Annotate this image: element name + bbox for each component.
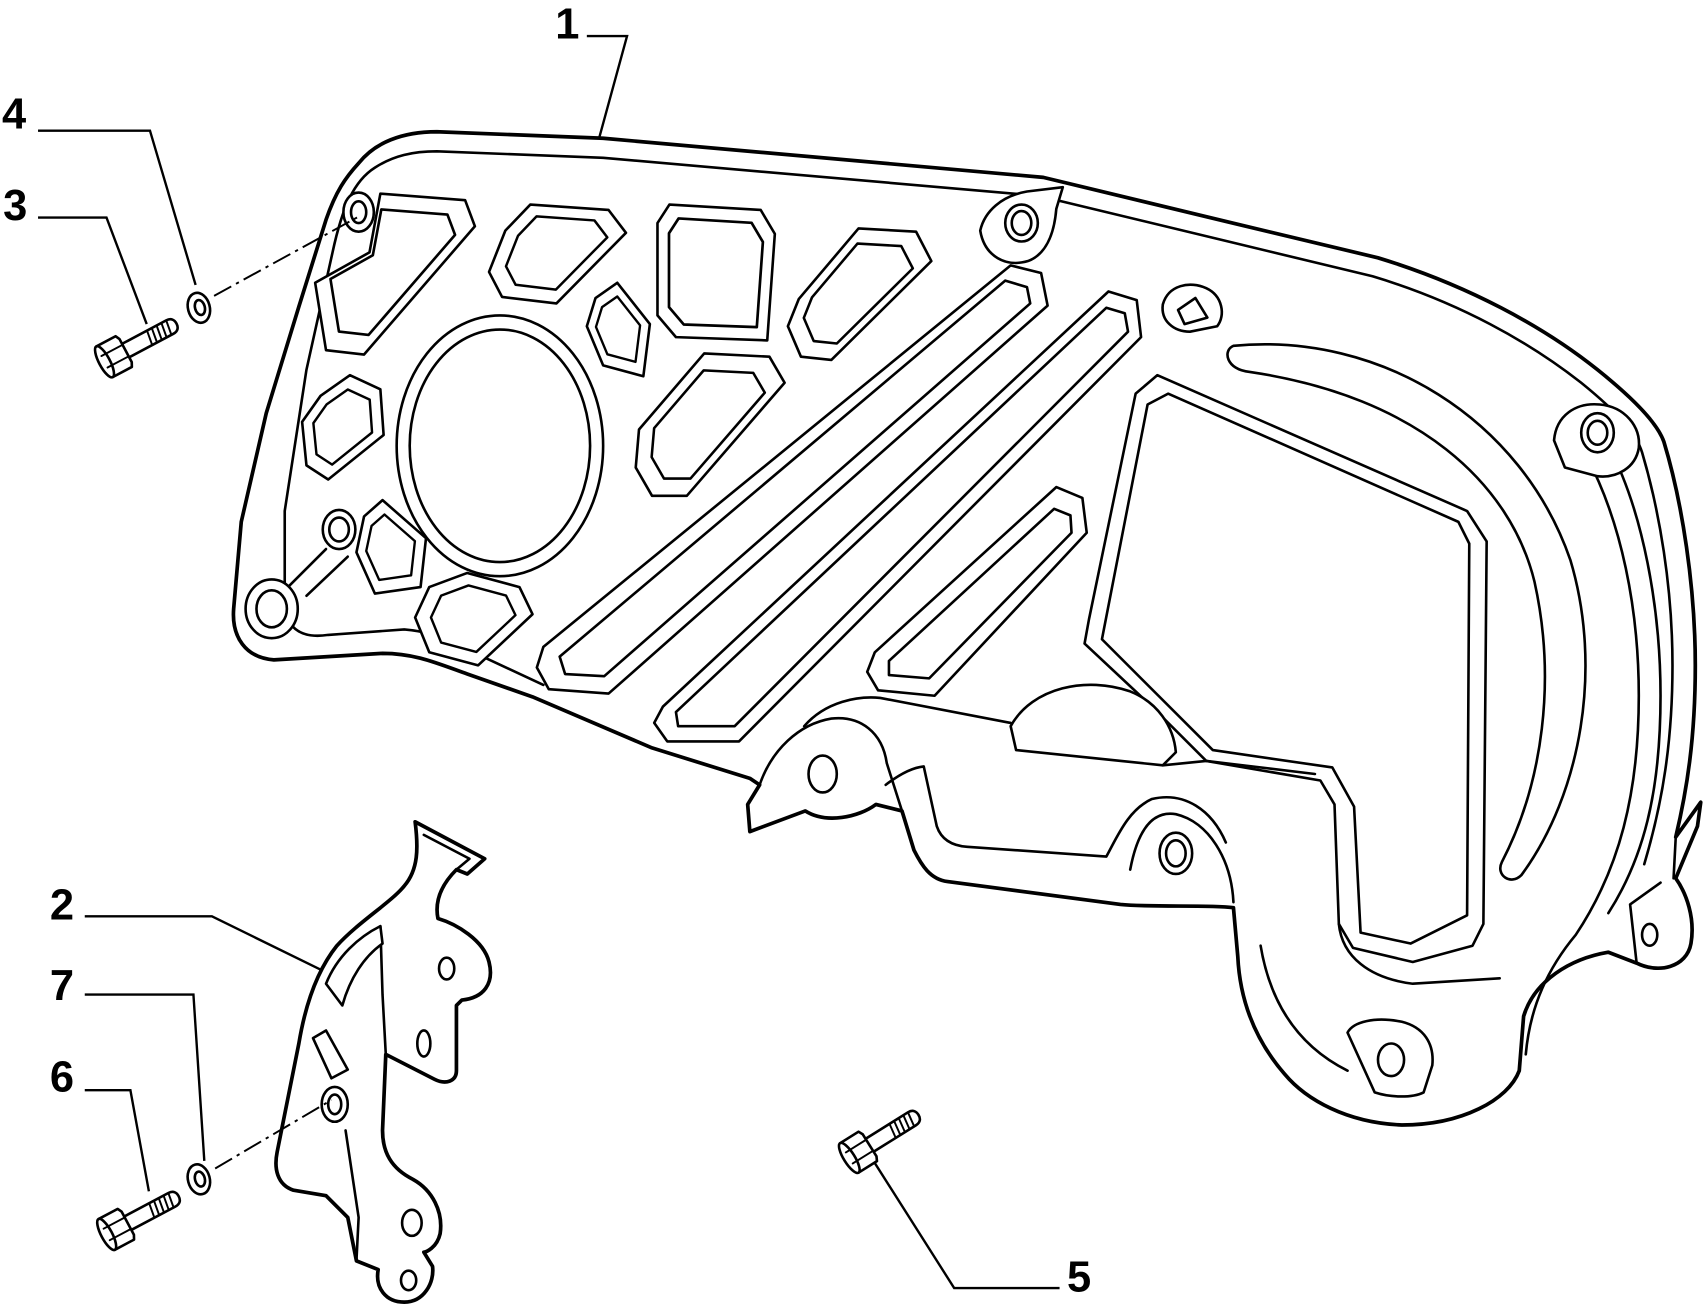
- bolt-head-face: [837, 1141, 861, 1175]
- bracket-outline: [274, 819, 493, 1304]
- leader-line: [84, 1089, 151, 1192]
- mounting-boss: [978, 185, 1065, 265]
- bracket-gusset: [311, 1029, 350, 1080]
- callout-6: 6: [50, 1053, 151, 1192]
- mounting-boss: [1158, 831, 1194, 876]
- assembly-center-line: [213, 214, 362, 297]
- mounting-hole: [807, 754, 839, 794]
- window-bottom-ridge: [1161, 759, 1317, 776]
- bolt-head-face: [95, 1217, 118, 1252]
- leader-line: [38, 216, 148, 325]
- callout-label: 3: [3, 182, 27, 230]
- left-rib: [286, 547, 350, 598]
- cover-panel: [231, 129, 1703, 1127]
- side-tab-edge: [1672, 835, 1678, 880]
- callout-label: 1: [555, 0, 579, 48]
- bolt-head-flats: [844, 1138, 875, 1165]
- mounting-boss: [1552, 403, 1641, 478]
- mounting-hole: [349, 199, 368, 225]
- bracket-hole: [399, 1269, 418, 1292]
- leader-line: [586, 34, 629, 140]
- callout-1: 1: [555, 0, 629, 140]
- bracket-top-edge: [422, 833, 471, 871]
- bolt-head-flats: [100, 343, 130, 369]
- bottom-stepped-ridge: [884, 765, 1228, 858]
- bolt: [95, 1190, 182, 1252]
- callout-7: 7: [50, 962, 206, 1161]
- diagonal-rib-floor: [887, 507, 1073, 680]
- lower-boss-ridge: [1259, 944, 1349, 1072]
- round-opening: [408, 328, 592, 564]
- bracket-slot: [324, 924, 384, 1007]
- washer-hole: [193, 1170, 207, 1188]
- callout-5: 5: [873, 1162, 1091, 1301]
- bracket-hole: [326, 1093, 343, 1116]
- callout-2: 2: [50, 882, 324, 972]
- diagonal-rib: [535, 264, 1049, 695]
- mounting-boss: [321, 508, 357, 551]
- mounting-hole: [327, 516, 351, 543]
- window-lower-ridge: [1337, 922, 1501, 986]
- cover-outer-ridge: [1607, 444, 1662, 915]
- bolt-head-flats: [102, 1216, 132, 1242]
- bracket-hole: [437, 956, 456, 981]
- diagonal-rib: [865, 485, 1089, 698]
- bolt-head-face: [93, 344, 116, 379]
- leader-line: [84, 993, 206, 1161]
- bracket-part: [274, 819, 493, 1304]
- mounting-boss: [1161, 283, 1224, 334]
- leader-line: [84, 915, 324, 972]
- mounting-hole: [1164, 838, 1187, 868]
- callout-label: 2: [50, 882, 74, 930]
- leader-line: [38, 129, 197, 286]
- bracket-fold-line: [379, 924, 388, 1056]
- washer: [186, 291, 212, 325]
- mounting-hole: [255, 589, 289, 629]
- bottom-lobe-ridge: [1128, 812, 1235, 904]
- bolt: [837, 1109, 922, 1175]
- cover-window-inner-edge: [1100, 392, 1471, 945]
- bolt-thread: [146, 319, 173, 347]
- callout-label: 6: [50, 1053, 74, 1101]
- callout-label: 5: [1067, 1253, 1091, 1301]
- cover-middle-ridge: [1524, 455, 1641, 1056]
- leader-line: [873, 1162, 1060, 1290]
- callout-4: 4: [2, 90, 197, 286]
- mounting-tab: [758, 716, 904, 813]
- assembly-center-line: [214, 1099, 332, 1170]
- mounting-boss: [342, 191, 376, 234]
- bracket-hole: [400, 1208, 423, 1238]
- mounting-hole: [1376, 1042, 1406, 1078]
- callout-label: 7: [50, 962, 74, 1010]
- bottom-ledge: [802, 696, 1012, 728]
- diagonal-rib-floor: [558, 279, 1032, 678]
- mounting-boss: [1346, 1018, 1434, 1098]
- washer-hole: [193, 298, 207, 317]
- bracket-lower-edge: [344, 1129, 360, 1263]
- mounting-hole: [1640, 922, 1659, 948]
- bracket-slot-hole: [416, 1029, 432, 1058]
- boss-recess: [1176, 296, 1209, 326]
- bolt-thread: [888, 1111, 916, 1139]
- diagonal-rib: [652, 290, 1143, 743]
- crescent-pocket: [1226, 343, 1587, 881]
- cover-inner-rim: [283, 149, 1674, 866]
- mounting-hole: [1586, 419, 1609, 447]
- bolt-thread: [148, 1192, 175, 1219]
- mounting-boss: [244, 578, 300, 640]
- diagonal-rib-floor: [674, 306, 1130, 728]
- lower-tab-edge: [1628, 881, 1662, 965]
- pocket-floor: [667, 217, 765, 329]
- cover-window: [1083, 373, 1488, 964]
- tab-edge: [758, 716, 904, 813]
- pulley-dome: [1009, 683, 1178, 767]
- washer: [186, 1163, 212, 1196]
- callout-label: 4: [2, 90, 26, 138]
- bolt: [93, 317, 179, 379]
- callout-3: 3: [3, 182, 148, 325]
- mounting-hole: [1010, 209, 1033, 237]
